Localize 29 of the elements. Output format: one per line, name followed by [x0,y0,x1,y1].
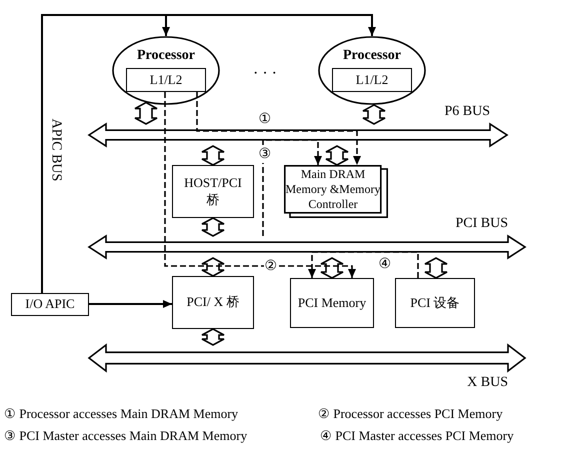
access-path [262,139,322,236]
block-arrow [325,145,349,166]
block-arrow [201,328,225,346]
block-arrow [201,217,225,237]
component-box: PCI Memory [290,278,374,328]
cache-box: L1/L2 [126,68,206,92]
legend-text: ③ PCI Master accesses Main DRAM Memory [4,428,248,444]
processor-ellipse: Processor L1/L2 [318,36,426,105]
block-arrow [320,257,344,279]
legend-text: ① Processor accesses Main DRAM Memory [4,406,238,422]
block-arrow [362,104,386,125]
legend-text: ④ PCI Master accesses PCI Memory [320,428,514,444]
processor-ellipse: Processor L1/L2 [112,36,220,105]
block-arrow [201,257,225,277]
block-arrow [424,257,448,279]
legend-text: ② Processor accesses PCI Memory [318,406,503,422]
access-path [164,92,356,278]
access-path [308,251,419,278]
path-number: ③ [258,145,272,163]
access-path [196,92,361,165]
component-box: PCI/ X 桥 [172,276,254,329]
cache-box: L1/L2 [332,68,412,92]
ellipsis: · · · [253,65,277,83]
component-box: PCI 设备 [395,278,475,328]
block-arrow [134,102,158,125]
block-arrow [201,145,225,166]
arrow [89,300,172,308]
component-box: HOST/PCI 桥 [172,165,254,218]
component-box: I/O APIC [11,293,89,316]
